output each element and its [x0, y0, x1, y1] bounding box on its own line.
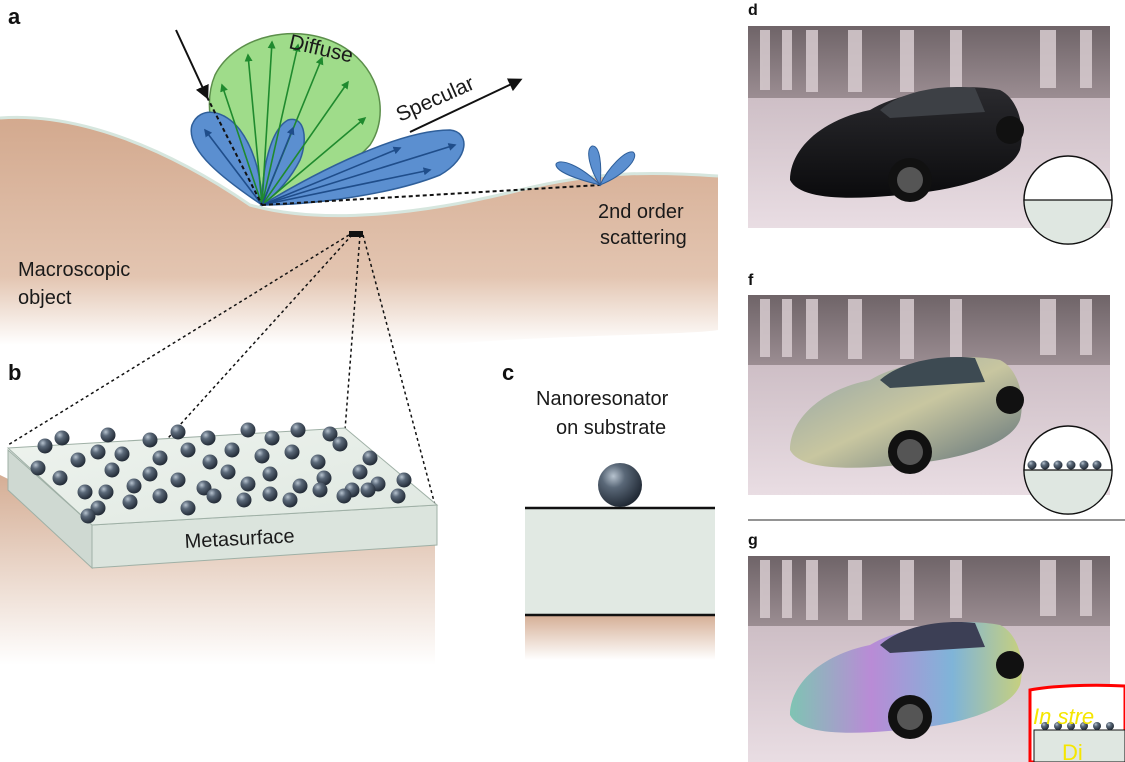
diffuse-arrows	[220, 40, 367, 206]
nanoparticle	[316, 470, 332, 486]
nanoparticle	[240, 476, 256, 492]
nanoparticle	[104, 462, 120, 478]
panel-d: d	[748, 2, 1113, 245]
nanoparticle	[30, 460, 46, 476]
nanoparticle	[264, 430, 280, 446]
nanoparticle	[80, 508, 96, 524]
render-g-image	[748, 556, 1110, 762]
nanoresonator-label-line2: on substrate	[556, 417, 666, 439]
panel-b: b Metasurface	[0, 360, 439, 665]
nanoparticle	[202, 454, 218, 470]
panel-f: f	[748, 272, 1125, 521]
nanoresonator-sphere	[598, 463, 642, 507]
nanoparticle	[114, 446, 130, 462]
nanoparticle	[360, 482, 376, 498]
panel-a: a Diffuse Specular 2nd order scattering …	[0, 4, 719, 523]
second-order-label-line1: 2nd order	[598, 201, 684, 223]
magnify-lines	[7, 234, 436, 523]
specular-arrows	[204, 126, 457, 206]
nanoparticle	[254, 448, 270, 464]
nanoparticle-array	[30, 422, 412, 524]
nanoparticle	[142, 432, 158, 448]
specular-lobe-mid	[261, 118, 305, 207]
nanoparticle	[70, 452, 86, 468]
nanoparticle	[284, 444, 300, 460]
nanoparticle	[122, 494, 138, 510]
nanoparticle	[54, 430, 70, 446]
nanoparticle	[180, 442, 196, 458]
nanoparticle	[98, 484, 114, 500]
nanoresonator-label-line1: Nanoresonator	[536, 388, 669, 410]
nanoparticle	[262, 466, 278, 482]
nanoparticle	[322, 426, 338, 442]
nanoparticle	[352, 464, 368, 480]
nanoparticle	[224, 442, 240, 458]
second-order-path	[261, 184, 601, 206]
nanoparticle	[390, 488, 406, 504]
nanoparticle	[90, 444, 106, 460]
nanoparticle	[90, 500, 106, 516]
incident-ray-dashed	[206, 96, 263, 206]
nanoparticle	[52, 470, 68, 486]
nanoparticle	[152, 450, 168, 466]
nanoparticle	[142, 466, 158, 482]
panel-b-label: b	[8, 360, 21, 385]
nanoparticle	[220, 464, 236, 480]
nanoparticle	[206, 488, 222, 504]
panel-f-label: f	[748, 272, 754, 289]
nanoparticle	[77, 484, 93, 500]
incident-ray	[175, 29, 209, 100]
highlight-overlay: In stre Di	[1028, 683, 1125, 762]
nanoparticle	[170, 472, 186, 488]
panel-c: c Nanoresonator on substrate	[502, 360, 715, 660]
nanoparticle	[312, 482, 328, 498]
magnify-spot	[349, 231, 363, 237]
overlay-text-2: Di	[1062, 740, 1083, 762]
render-d-image	[748, 26, 1113, 245]
specular-lobe-main	[259, 129, 465, 206]
substrate	[525, 508, 715, 615]
substrate-object-section	[525, 615, 715, 660]
macroscopic-label-line1: Macroscopic	[18, 259, 130, 281]
nanoparticle	[362, 450, 378, 466]
nanoparticle	[336, 488, 352, 504]
specular-label: Specular	[393, 72, 478, 127]
nanoparticle	[396, 472, 412, 488]
nanoparticle	[290, 422, 306, 438]
second-order-label-line2: scattering	[600, 227, 687, 249]
nanoparticle	[152, 488, 168, 504]
overlay-text-1: In stre	[1033, 704, 1094, 729]
nanoparticle	[240, 422, 256, 438]
nanoparticle	[180, 500, 196, 516]
panel-c-label: c	[502, 360, 514, 385]
specular-ray	[409, 78, 523, 133]
nanoparticle	[196, 480, 212, 496]
nanoparticle	[282, 492, 298, 508]
panel-d-label: d	[748, 2, 758, 19]
panel-a-label: a	[8, 4, 21, 29]
panel-g-label: g	[748, 532, 758, 549]
second-order-lobes	[555, 145, 636, 187]
panel-g: g In stre Di	[748, 532, 1125, 762]
nanoparticle	[236, 492, 252, 508]
macroscopic-label-line2: object	[18, 287, 72, 309]
nanoparticle	[310, 454, 326, 470]
nanoparticle	[200, 430, 216, 446]
nanoparticle	[332, 436, 348, 452]
nanoparticle	[292, 478, 308, 494]
nanoparticle	[262, 486, 278, 502]
nanoparticle	[37, 438, 53, 454]
nanoparticle	[126, 478, 142, 494]
nanoparticle	[170, 424, 186, 440]
render-f-image	[748, 295, 1113, 515]
nanoparticle	[100, 427, 116, 443]
